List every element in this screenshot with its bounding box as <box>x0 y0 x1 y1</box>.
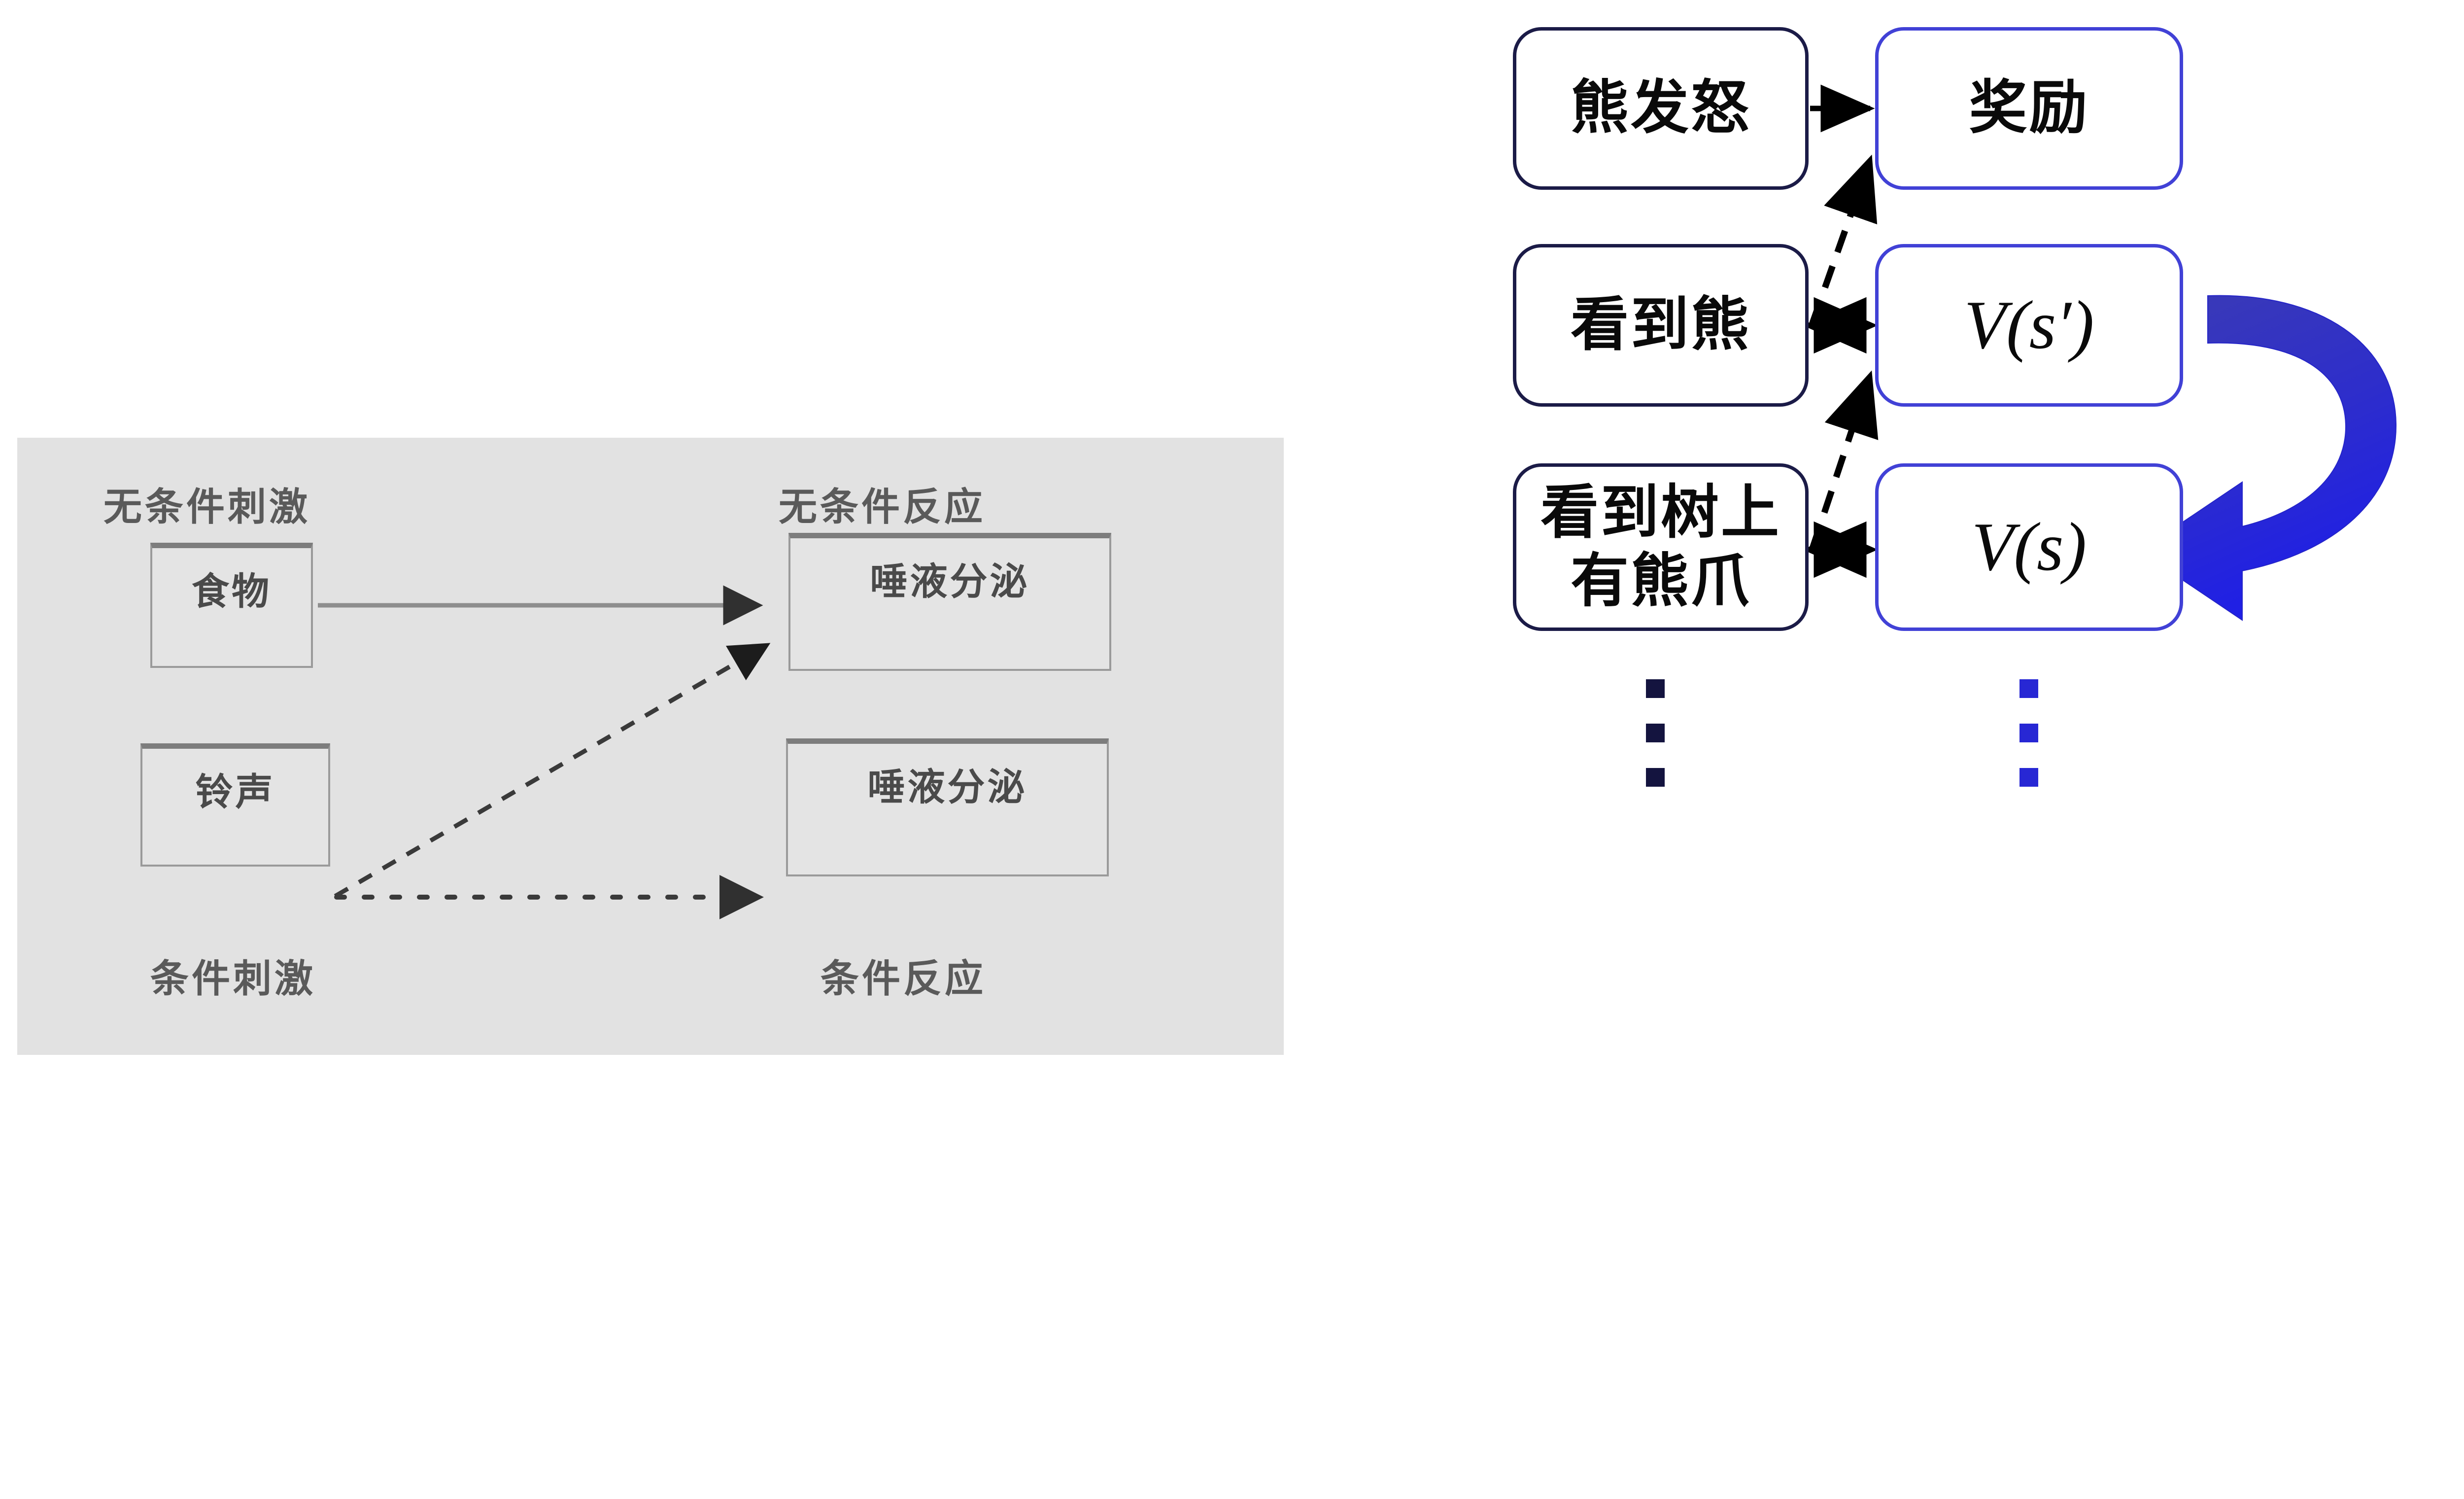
pavlov-box-food: 食物 <box>150 543 313 668</box>
ellipsis-square <box>1646 679 1665 698</box>
pavlov-box-food-label: 食物 <box>192 571 272 613</box>
node-see-bear: 看到熊 <box>1513 244 1809 407</box>
label-unconditioned-stimulus: 无条件刺激 <box>103 485 311 528</box>
ellipsis-square <box>1646 768 1665 787</box>
pavlov-box-bell-label: 铃声 <box>195 771 275 813</box>
rl-edges-layer <box>1802 84 2397 621</box>
curved-update-arrow-icon <box>2139 295 2397 621</box>
node-see-bear-paw-on-tree: 看到树上 有熊爪 <box>1513 463 1809 631</box>
rl-value-diagram-panel: 熊发怒 看到熊 看到树上 有熊爪 奖励 V(s′) V(s) <box>1454 0 2464 1499</box>
ellipsis-left-column <box>1646 679 1665 812</box>
pavlov-box-salivation-top-label: 唾液分泌 <box>870 561 1030 603</box>
label-conditioned-stimulus: 条件刺激 <box>150 957 316 1000</box>
label-conditioned-response: 条件反应 <box>821 957 987 1000</box>
ellipsis-square <box>2019 679 2038 698</box>
pavlov-box-salivation-top: 唾液分泌 <box>788 533 1111 671</box>
node-value-s-prime: V(s′) <box>1875 244 2183 407</box>
ellipsis-square <box>2019 768 2038 787</box>
node-value-s-prime-label: V(s′) <box>1964 287 2094 364</box>
pavlov-box-salivation-bottom-label: 唾液分泌 <box>867 767 1027 808</box>
edge-see-bear-to-reward <box>1809 154 1878 324</box>
node-reward-label: 奖励 <box>1969 75 2089 141</box>
node-bear-angry-label: 熊发怒 <box>1570 75 1751 141</box>
ellipsis-square <box>1646 724 1665 742</box>
pavlov-box-bell: 铃声 <box>140 743 330 867</box>
ellipsis-right-column <box>2019 679 2038 812</box>
node-see-bear-label: 看到熊 <box>1570 292 1751 358</box>
edge-bell-to-salivation-top <box>334 643 771 898</box>
node-see-bear-paw-on-tree-label: 看到树上 有熊爪 <box>1540 480 1781 614</box>
node-value-s-label: V(s) <box>1971 509 2087 586</box>
node-bear-angry: 熊发怒 <box>1513 27 1809 190</box>
label-unconditioned-response: 无条件反应 <box>779 485 986 528</box>
pavlov-box-salivation-bottom: 唾液分泌 <box>786 738 1109 876</box>
ellipsis-square <box>2019 724 2038 742</box>
pavlov-edges-layer <box>318 585 771 919</box>
classical-conditioning-panel: 无条件刺激 无条件反应 条件刺激 条件反应 食物 铃声 唾液分泌 唾液分泌 <box>17 438 1284 1055</box>
node-reward: 奖励 <box>1875 27 2183 190</box>
edge-paw-to-vsprime <box>1809 370 1879 550</box>
node-value-s: V(s) <box>1875 463 2183 631</box>
